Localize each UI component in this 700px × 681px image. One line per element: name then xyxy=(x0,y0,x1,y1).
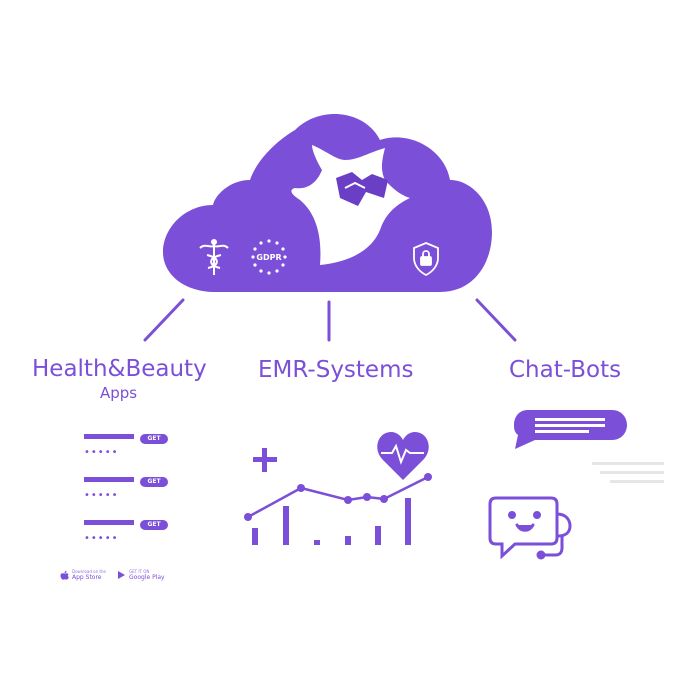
get-button: GET xyxy=(140,520,168,530)
gdpr-badge-icon xyxy=(251,239,287,275)
category-subtitle-apps: Apps xyxy=(100,384,138,402)
list-item-dots: ••••• xyxy=(84,490,119,501)
shield-lock-icon xyxy=(413,242,439,277)
gdpr-badge-text: GDPR xyxy=(256,253,281,262)
app-store-badge: Download on the App Store xyxy=(60,569,106,581)
gray-text-lines xyxy=(592,462,664,483)
caduceus-icon xyxy=(199,239,229,275)
list-item-dots: ••••• xyxy=(84,447,119,458)
app-store-name: App Store xyxy=(72,574,102,581)
list-item-dots: ••••• xyxy=(84,533,119,544)
plus-icon xyxy=(253,448,277,472)
category-title-emr-systems: EMR-Systems xyxy=(258,357,414,383)
get-button: GET xyxy=(140,434,168,444)
chat-bubble-icon xyxy=(514,410,627,449)
get-button: GET xyxy=(140,477,168,487)
category-title-chat-bots: Chat-Bots xyxy=(509,357,622,383)
google-play-name: Google Play xyxy=(129,574,165,581)
list-item-bar xyxy=(84,477,134,482)
app-store-small-text: Download on the xyxy=(72,569,106,574)
google-play-small-text: GET IT ON xyxy=(129,569,150,574)
robot-face-icon xyxy=(488,496,572,560)
heart-pulse-icon xyxy=(377,432,429,480)
connector-left xyxy=(143,298,185,342)
category-title-health-beauty: Health&Beauty xyxy=(32,356,207,382)
list-item-bar xyxy=(84,434,134,439)
google-play-badge: GET IT ON Google Play xyxy=(117,569,165,581)
connector-right xyxy=(475,298,517,342)
mascot-cat-icon xyxy=(291,145,410,265)
list-item-bar xyxy=(84,520,134,525)
google-play-icon xyxy=(118,571,125,579)
line-chart-icon xyxy=(244,473,432,545)
apple-icon xyxy=(60,570,69,580)
connector-lines xyxy=(143,298,517,342)
